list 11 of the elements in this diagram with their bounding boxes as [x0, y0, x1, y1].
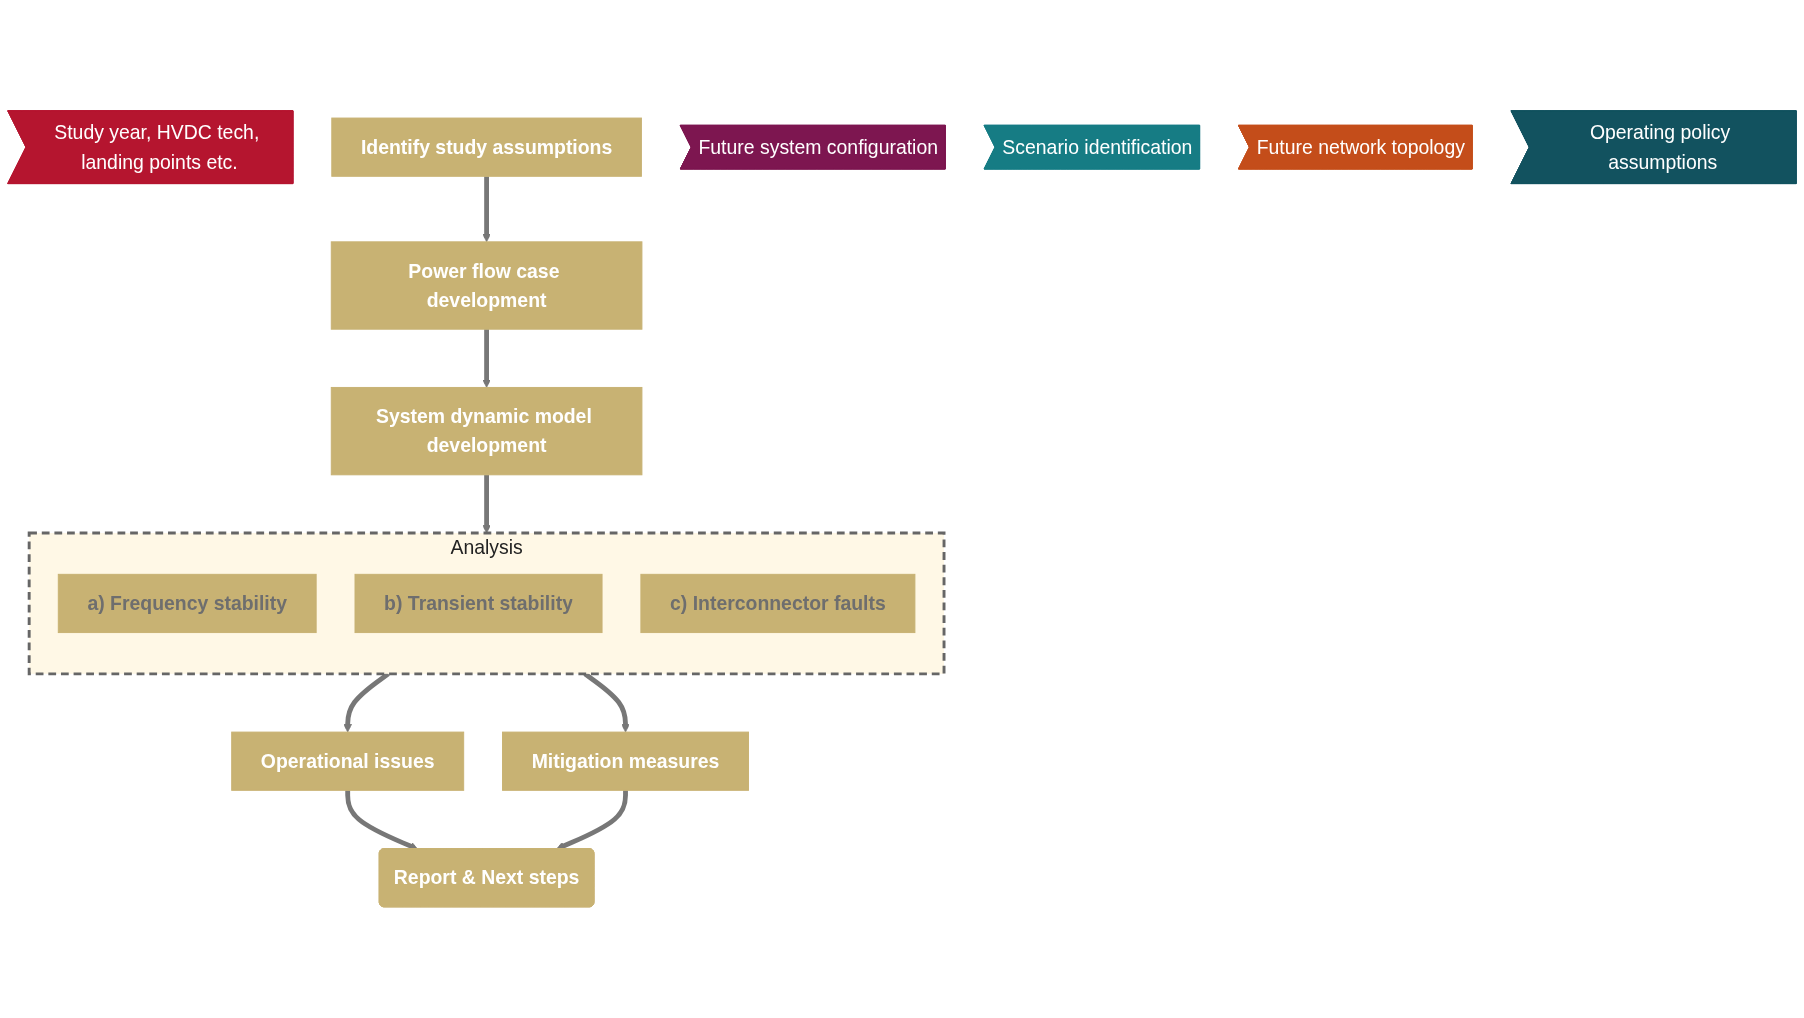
- node-box: Mitigation measures: [502, 731, 749, 791]
- node-box: System dynamic model development: [330, 387, 643, 476]
- node-box: b) Transient stability: [354, 574, 603, 634]
- node-box: c) Interconnector faults: [640, 574, 916, 634]
- arrow: [482, 475, 491, 534]
- arrow: [482, 329, 491, 389]
- node-box: Power flow case development: [330, 241, 643, 330]
- node-box: Operational issues: [231, 731, 465, 791]
- arrow: [482, 176, 491, 243]
- node-box: a) Frequency stability: [57, 574, 317, 634]
- node-box: Identify study assumptions: [331, 117, 642, 177]
